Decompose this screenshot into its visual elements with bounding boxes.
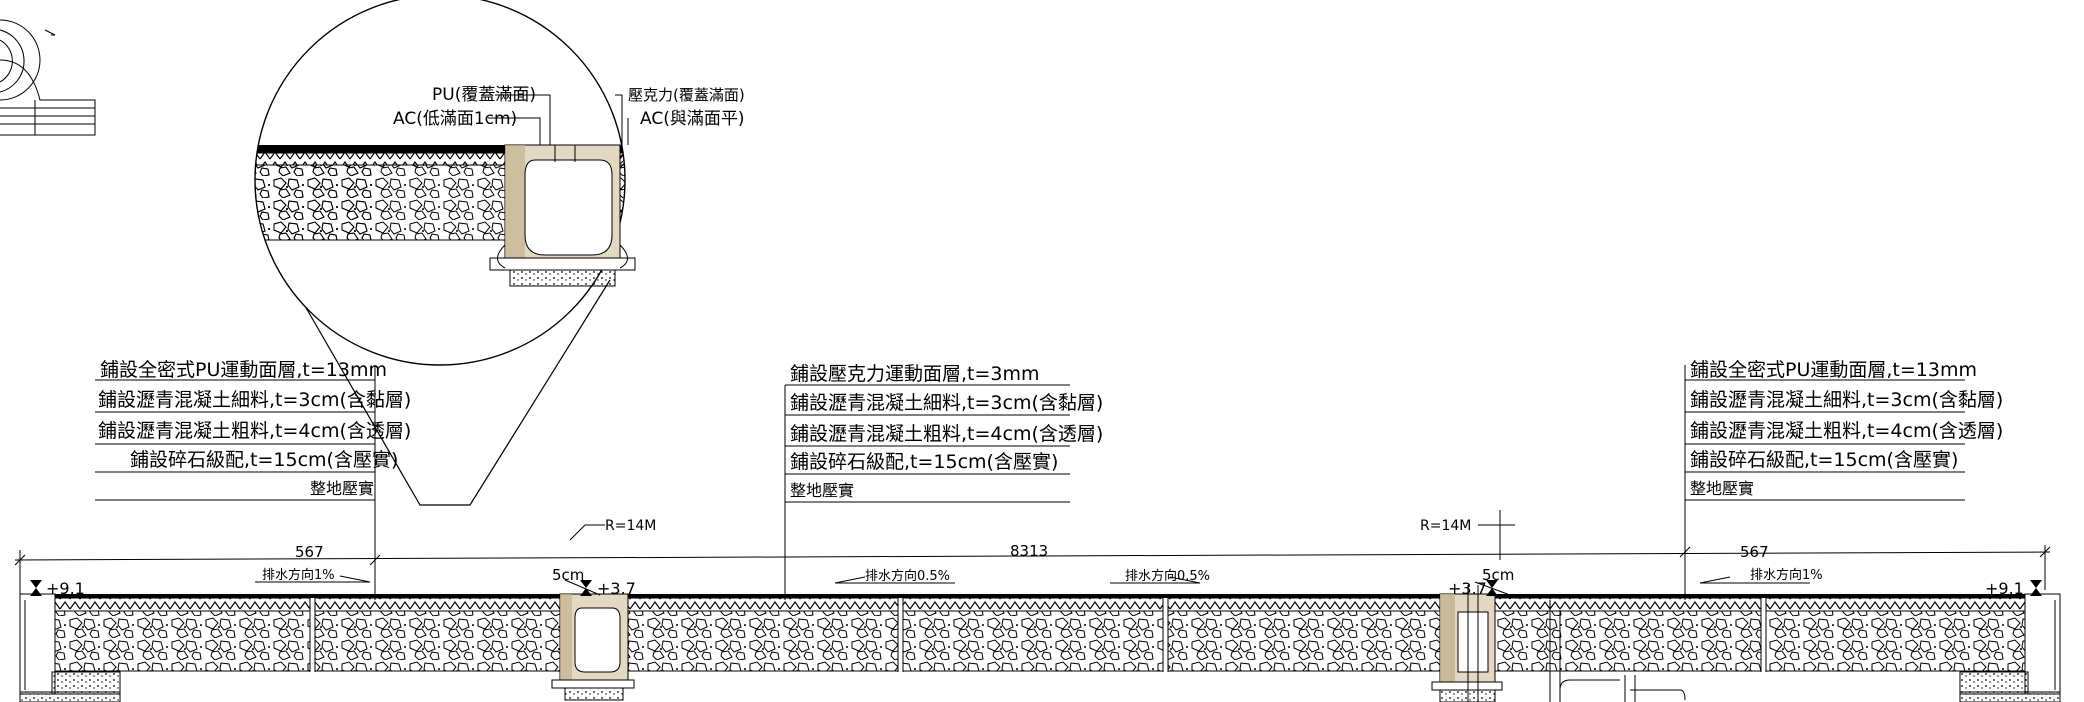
callout-ac-low-label: AC(低滿面1cm): [393, 109, 517, 129]
right-layer-4: 鋪設碎石級配,t=15cm(含壓實): [1690, 449, 1958, 471]
callout-channel: [489, 144, 636, 287]
center-layer-4: 鋪設碎石級配,t=15cm(含壓實): [790, 451, 1058, 473]
pavement-section: [19, 579, 2061, 702]
layer-table-center: [784, 384, 1070, 600]
drainage-center-left: 排水方向0.5%: [865, 568, 950, 584]
right-layer-3: 鋪設瀝青混凝土粗料,t=4cm(含透層): [1690, 420, 2003, 442]
callout-acrylic-label: 壓克力(覆蓋滿面): [628, 86, 745, 104]
left-layer-2: 鋪設瀝青混凝土細料,t=3cm(含黏層): [98, 389, 411, 411]
right-curb: [1959, 593, 2061, 702]
left-layer-5: 整地壓實: [310, 479, 374, 498]
elev-left-edge: +9.1: [46, 579, 85, 598]
layer-table-right: [1684, 365, 1965, 600]
corner-detail: [0, 19, 96, 136]
right-drain-channel: [1431, 585, 1503, 702]
detail-callout: [254, 0, 636, 506]
gap-right-label: 5cm: [1482, 566, 1514, 584]
right-layer-1: 鋪設全密式PU運動面層,t=13mm: [1690, 359, 1977, 381]
left-drain-channel: [551, 593, 635, 701]
elev-right-edge: +9.1: [1985, 579, 2024, 598]
callout-pu-label: PU(覆蓋滿面): [432, 85, 536, 105]
center-layer-3: 鋪設瀝青混凝土粗料,t=4cm(含透層): [790, 423, 1103, 445]
gap-left-label: 5cm: [552, 566, 584, 584]
drainage-arrows: [255, 575, 1810, 584]
drainage-left: 排水方向1%: [262, 567, 335, 583]
elev-left-drain: +3.7: [597, 579, 636, 598]
left-layer-3: 鋪設瀝青混凝土粗料,t=4cm(含透層): [98, 420, 411, 442]
elev-right-drain: +3.7: [1448, 579, 1487, 598]
dim-center-width: 8313: [1010, 542, 1048, 560]
center-layer-1: 鋪設壓克力運動面層,t=3mm: [790, 363, 1040, 385]
radius-leaders: [569, 510, 1515, 560]
left-layer-1: 鋪設全密式PU運動面層,t=13mm: [100, 359, 387, 381]
center-layer-2: 鋪設瀝青混凝土細料,t=3cm(含黏層): [790, 392, 1103, 414]
center-layer-5: 整地壓實: [790, 481, 854, 500]
dim-left-width: 567: [295, 543, 324, 561]
dimension-line: [14, 545, 2051, 595]
right-layer-2: 鋪設瀝青混凝土細料,t=3cm(含黏層): [1690, 389, 2003, 411]
left-curb: [19, 593, 121, 702]
drainage-center-right: 排水方向0.5%: [1125, 568, 1210, 584]
radius-right-label: R=14M: [1420, 518, 1471, 534]
pipe-fragment: [1549, 600, 1686, 702]
drainage-right: 排水方向1%: [1750, 567, 1823, 583]
left-layer-4: 鋪設碎石級配,t=15cm(含壓實): [130, 449, 398, 471]
radius-left-label: R=14M: [605, 518, 656, 534]
right-layer-5: 整地壓實: [1690, 479, 1754, 498]
callout-ac-flush-label: AC(與滿面平): [640, 109, 744, 129]
dim-right-width: 567: [1740, 543, 1769, 561]
